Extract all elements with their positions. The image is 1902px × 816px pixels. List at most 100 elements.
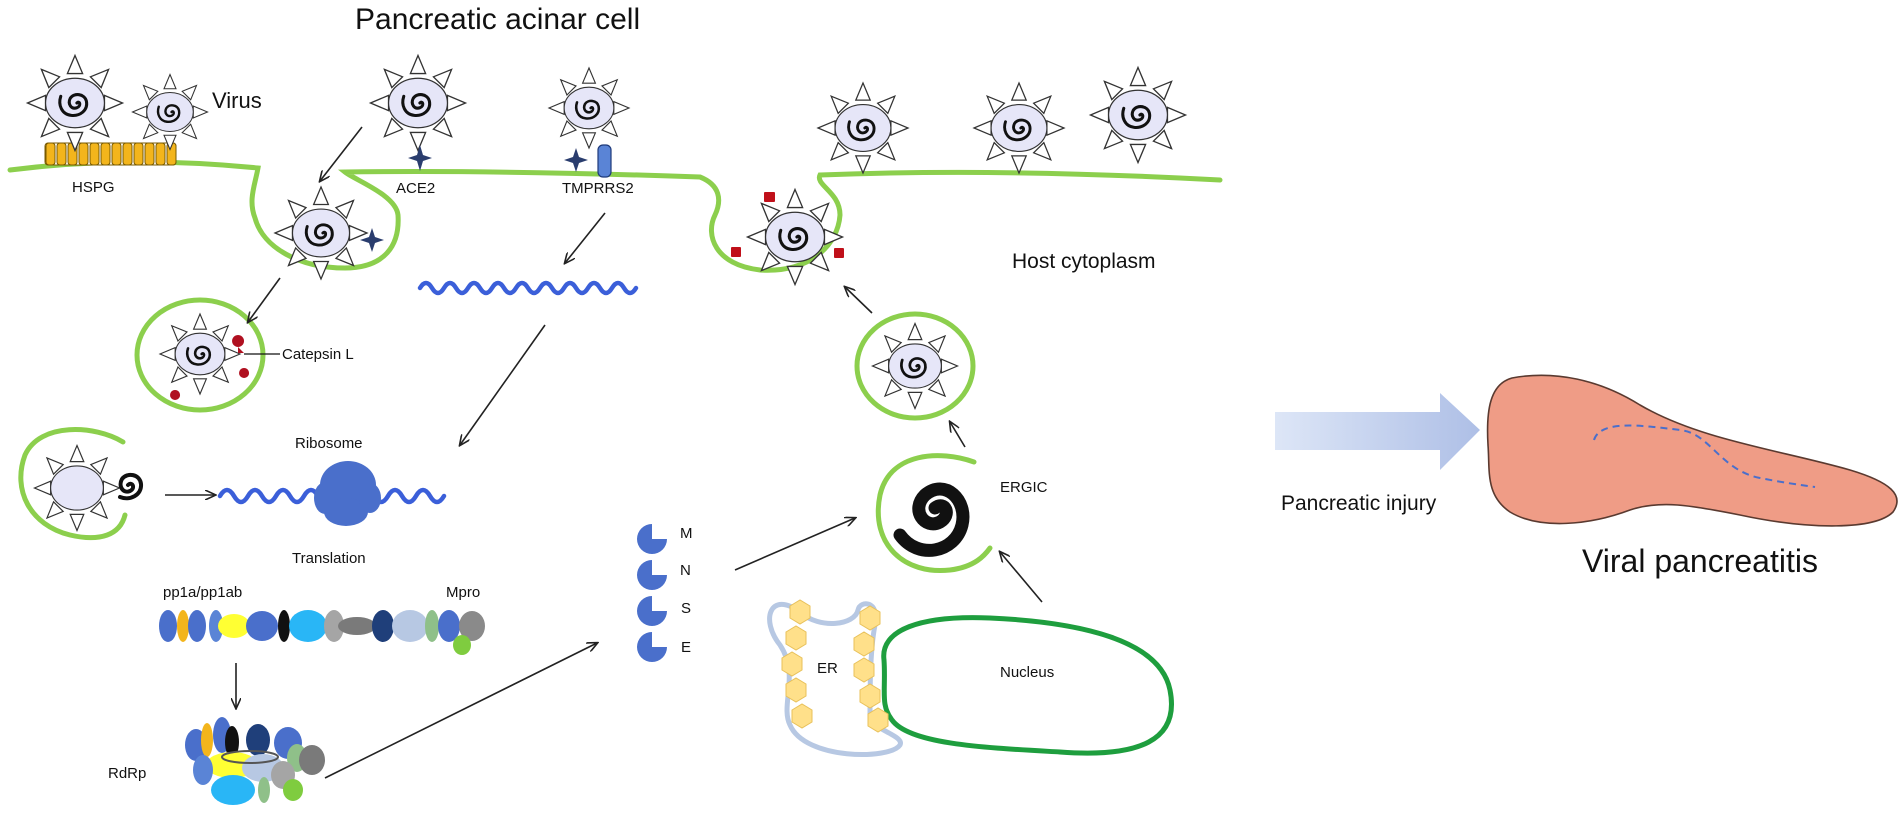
spiral-genome-icon <box>574 99 601 120</box>
spike-icon <box>446 94 468 112</box>
spike-icon <box>89 117 110 138</box>
virion-icon <box>972 81 1066 175</box>
spike-icon <box>760 251 781 272</box>
spike-icon <box>883 334 903 354</box>
tmprss2-star-icon <box>564 148 588 172</box>
spike-icon <box>224 346 242 362</box>
spike-icon <box>142 84 159 101</box>
spike-icon <box>142 123 159 140</box>
spike-icon <box>192 312 208 330</box>
spike-icon <box>1152 80 1173 101</box>
pancreatic-injury-label: Pancreatic injury <box>1281 492 1437 515</box>
spike-icon <box>559 78 577 96</box>
spike-icon <box>181 84 198 101</box>
ergic-membrane <box>875 453 993 574</box>
spike-icon <box>1032 141 1052 161</box>
virion-icon <box>745 187 845 287</box>
ribosome-icon <box>314 461 381 526</box>
spiral-genome-icon <box>156 104 181 123</box>
ace2-label: ACE2 <box>396 180 435 197</box>
spike-icon <box>876 141 896 161</box>
spike-icon <box>89 456 109 476</box>
spike-icon <box>816 119 836 137</box>
spike-icon <box>1046 119 1066 137</box>
spike-icon <box>613 100 631 116</box>
released-protein-icon <box>731 192 844 258</box>
virion-icon <box>158 312 242 396</box>
spike-icon <box>287 246 308 267</box>
spiral-genome-icon <box>847 118 876 142</box>
spike-icon <box>601 120 619 138</box>
spike-icon <box>581 132 597 150</box>
page-title: Pancreatic acinar cell <box>355 3 640 36</box>
released-genome-icon <box>118 472 144 501</box>
protein-e-label: E <box>681 639 691 656</box>
spike-icon <box>547 100 565 116</box>
spiral-genome-icon <box>1121 105 1152 129</box>
spike-icon <box>1129 65 1147 87</box>
viral-rna-free <box>417 280 639 296</box>
spike-icon <box>559 120 577 138</box>
spike-icon <box>809 251 830 272</box>
virion-icon <box>273 185 369 281</box>
spike-icon <box>348 224 369 242</box>
spike-icon <box>786 265 804 287</box>
spike-icon <box>334 246 355 267</box>
virion-icon <box>32 443 122 533</box>
spike-icon <box>163 134 177 151</box>
virion-icon <box>816 81 910 175</box>
spiral-genome-icon <box>1003 118 1032 142</box>
ace2-receptor-icon <box>408 145 432 171</box>
virion-icon <box>368 53 468 153</box>
spike-icon <box>69 513 85 533</box>
spike-icon <box>927 334 947 354</box>
hspg-label: HSPG <box>72 179 115 196</box>
spike-icon <box>66 53 84 75</box>
spike-icon <box>163 73 177 90</box>
spike-icon <box>212 366 230 384</box>
spike-icon <box>890 119 910 137</box>
polyprotein-chain <box>159 610 485 655</box>
rdrp-complex <box>185 717 325 805</box>
spike-icon <box>907 391 923 411</box>
mpro-label: Mpro <box>446 584 480 601</box>
spiral-genome-icon <box>58 93 89 117</box>
spike-icon <box>972 119 992 137</box>
spike-icon <box>1129 143 1147 165</box>
pancreatic-duct <box>1593 424 1816 488</box>
spike-icon <box>876 95 896 115</box>
virion-icon <box>547 66 631 150</box>
spike-icon <box>45 500 65 520</box>
spike-icon <box>760 202 781 223</box>
tmprss2-receptor <box>597 144 612 178</box>
spike-icon <box>883 378 903 398</box>
protein-n-label: N <box>680 562 691 579</box>
uncoating-vesicle <box>18 427 128 541</box>
protein-m-label: M <box>680 525 693 542</box>
spike-icon <box>368 94 390 112</box>
spiral-genome-icon <box>304 223 334 247</box>
host-cytoplasm-label: Host cytoplasm <box>1012 250 1156 273</box>
spike-icon <box>986 95 1006 115</box>
ergic-spiral-genome-icon <box>893 482 970 557</box>
spike-icon <box>409 131 427 153</box>
er-vesicle-icon <box>781 599 889 733</box>
endosome-cathepsin <box>134 297 266 413</box>
virion-icon <box>25 53 125 153</box>
spike-icon <box>854 155 872 175</box>
spike-icon <box>1103 80 1124 101</box>
spike-icon <box>1088 106 1110 124</box>
spike-icon <box>192 105 209 119</box>
spike-icon <box>870 358 890 374</box>
spike-icon <box>854 81 872 101</box>
spike-icon <box>432 117 453 138</box>
er-body <box>767 601 903 757</box>
spike-icon <box>312 260 330 281</box>
spike-icon <box>192 378 208 396</box>
spike-icon <box>334 199 355 220</box>
virion-icon <box>870 321 960 411</box>
spike-icon <box>383 68 404 89</box>
rdrp-label: RdRp <box>108 765 146 782</box>
spike-icon <box>170 324 188 342</box>
catepsin-label: Catepsin L <box>282 346 354 363</box>
